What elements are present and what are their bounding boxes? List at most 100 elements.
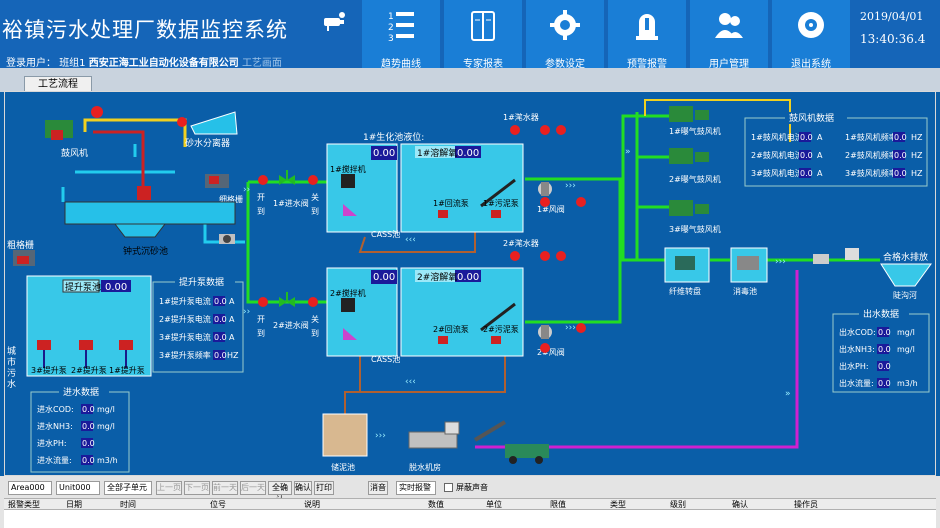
sludge-pump-1-label: 1#污泥泵 — [483, 198, 519, 208]
air-pipe-yellow — [83, 118, 187, 147]
svg-text:›››: ››› — [565, 323, 576, 333]
confirm-all-button[interactable]: 全确认 — [268, 481, 292, 504]
alarm-table-header: 报警类型 日期 时间 位号 说明 数值 单位 限值 类型 级别 确认 操作员 — [4, 498, 936, 510]
discharge-label: 合格水排放 — [883, 251, 928, 263]
alarm-mode-select[interactable]: 实时报警 — [396, 481, 436, 495]
fine-grid-label: 细格栅 — [219, 194, 243, 204]
decanter-2-label: 2#滗水器 — [503, 238, 539, 248]
svg-text:‹‹‹: ‹‹‹ — [405, 377, 416, 387]
return-pump-2-label: 2#回流泵 — [433, 324, 469, 334]
svg-text:到: 到 — [257, 329, 265, 338]
svg-text:进水PH:: 进水PH: — [37, 438, 67, 448]
svg-text:0.0: 0.0 — [878, 379, 891, 388]
svg-text:2#提升泵电流: 2#提升泵电流 — [159, 314, 211, 324]
flow-arrows: ›››› ›››››› ‹‹‹‹‹‹ ›››››› »» — [243, 147, 791, 441]
svg-text:0.0: 0.0 — [878, 328, 891, 337]
alarm-table-body[interactable] — [4, 510, 936, 528]
lift-pump-pool — [26, 275, 152, 377]
svg-text:mg/l: mg/l — [897, 345, 915, 354]
svg-text:开: 开 — [257, 315, 265, 324]
sludge-pump-2-label: 2#污泥泵 — [483, 324, 519, 334]
river-label: 陡沟河 — [893, 290, 917, 300]
header: 裕镇污水处理厂数据监控系统 登录用户： 班组1 西安正海工业自动化设备有限公司 … — [0, 0, 940, 70]
svg-text:3: 3 — [388, 34, 394, 42]
lift-pool-level: 0.00 — [105, 282, 127, 293]
svg-text:1#提升泵电流: 1#提升泵电流 — [159, 296, 211, 306]
app-title: 裕镇污水处理厂数据监控系统 — [2, 18, 288, 42]
svg-text:0.0: 0.0 — [878, 345, 891, 354]
param-settings-button[interactable]: 参数设定 — [526, 0, 604, 70]
confirm-button[interactable]: 确认 — [294, 481, 312, 495]
air-valve-2[interactable] — [538, 325, 552, 339]
svg-text:0.0: 0.0 — [214, 315, 227, 324]
print-button[interactable]: 打印 — [314, 481, 334, 495]
svg-text:1#鼓风机频率: 1#鼓风机频率 — [845, 132, 897, 142]
process-diagram: 粗格栅 提升泵池 0.00 3#提升泵 2#提升泵 1#提升泵 城市污水 鼓风机… — [4, 91, 936, 476]
tab-process-flow[interactable]: 工艺流程 — [24, 76, 92, 92]
inlet-data-panel — [30, 386, 130, 473]
svg-text:0.0: 0.0 — [894, 169, 907, 178]
col-unit: 单位 — [486, 500, 502, 509]
report-book-icon — [471, 11, 495, 41]
svg-text:出水PH:: 出水PH: — [839, 361, 869, 371]
svg-text:0.0: 0.0 — [214, 351, 227, 360]
lift-data-rows: 1#提升泵电流 0.0 A 2#提升泵电流 0.0 A 3#提升泵电流 0.0 … — [159, 296, 239, 360]
exit-system-button[interactable]: 退出系统 — [772, 0, 850, 70]
inlet-valve-2[interactable] — [258, 292, 318, 307]
svg-text:0.0: 0.0 — [878, 362, 891, 371]
flowmeter-left — [219, 234, 235, 244]
svg-text:0.0: 0.0 — [894, 151, 907, 160]
unit-select[interactable]: Unit000 — [56, 481, 100, 495]
user-management-button[interactable]: 用户管理 — [690, 0, 768, 70]
lift-pump-data-panel — [152, 276, 244, 373]
inlet-data-rows: 进水COD: 0.0 mg/l 进水NH3: 0.0 mg/l 进水PH: 0.… — [37, 404, 118, 465]
coarse-grid-label: 粗格栅 — [7, 239, 34, 251]
svg-text:A: A — [229, 333, 235, 342]
subunit-select[interactable]: 全部子单元 — [104, 481, 152, 495]
cass-2-label: CASS池 — [371, 354, 400, 364]
svg-text:›››: ››› — [375, 431, 386, 441]
pump1-label: 1#提升泵 — [109, 365, 145, 375]
aeration-blower-1 — [669, 106, 709, 122]
outlet-data-panel — [832, 308, 930, 393]
dewatering-machine — [408, 420, 549, 464]
inlet-valve-1[interactable] — [258, 170, 318, 185]
alarm-warning-button[interactable]: 预警报警 — [608, 0, 686, 70]
alarm-icon — [636, 14, 658, 40]
outlet-flowmeter — [813, 248, 859, 264]
col-alarm-type: 报警类型 — [8, 500, 40, 509]
block-sound-checkbox[interactable] — [444, 483, 453, 492]
coarse-grid-unit — [13, 250, 35, 266]
next-day-button[interactable]: 后一天 — [240, 481, 266, 495]
prev-day-button[interactable]: 前一天 — [212, 481, 238, 495]
aeration-blower-2-label: 2#曝气鼓风机 — [669, 174, 721, 184]
col-confirm: 确认 — [732, 500, 748, 509]
next-page-button[interactable]: 下一页 — [184, 481, 210, 495]
aeration-blower-3-label: 3#曝气鼓风机 — [669, 224, 721, 234]
col-date: 日期 — [66, 500, 82, 509]
svg-text:出水NH3:: 出水NH3: — [839, 344, 875, 354]
air-pipe-red — [93, 130, 145, 187]
col-tag: 位号 — [210, 500, 226, 509]
lift-pool-label: 提升泵池 — [65, 281, 101, 293]
svg-text:›››: ››› — [775, 257, 786, 267]
svg-text:A: A — [229, 297, 235, 306]
svg-text:0.0: 0.0 — [800, 133, 813, 142]
area-select[interactable]: Area000 — [8, 481, 52, 495]
svg-text:3#鼓风机电流: 3#鼓风机电流 — [751, 168, 803, 178]
cass-pool-2 — [326, 267, 524, 357]
lift-data-title: 提升泵数据 — [179, 276, 224, 288]
aeration-blower-2 — [669, 148, 709, 164]
blower-top — [45, 120, 73, 140]
prev-page-button[interactable]: 上一页 — [156, 481, 182, 495]
air-valve-1[interactable] — [538, 182, 552, 196]
mute-button[interactable]: 消音 — [368, 481, 388, 495]
svg-text:m3/h: m3/h — [897, 379, 918, 388]
sand-separator-label: 砂水分离器 — [185, 137, 230, 149]
svg-text:到: 到 — [257, 207, 265, 216]
expert-report-button[interactable]: 专家报表 — [444, 0, 522, 70]
do-2-value: 0.00 — [457, 272, 479, 283]
svg-text:出水COD:: 出水COD: — [839, 327, 876, 337]
tab-bar — [0, 68, 940, 92]
